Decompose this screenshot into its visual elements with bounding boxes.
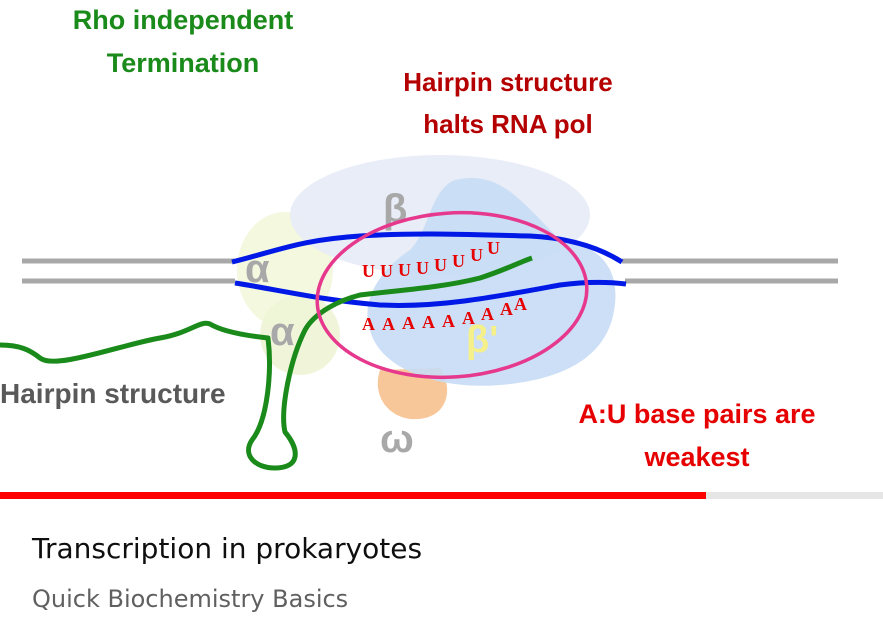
a-base: A — [514, 294, 527, 314]
omega-subunit-label: ω — [380, 417, 414, 461]
u-base: U — [398, 260, 411, 280]
thumbnail-diagram: β α α β' ω U U U U U U U U A A A — [0, 5, 838, 472]
video-progress-bar[interactable] — [0, 492, 883, 499]
hairpin-highlight-ellipse — [315, 210, 589, 380]
dna-template-strand-top — [231, 231, 624, 265]
alpha-subunit-label-2: α — [270, 310, 295, 354]
u-base: U — [380, 261, 393, 281]
video-thumbnail[interactable]: β α α β' ω U U U U U U U U A A A — [0, 0, 883, 500]
video-title[interactable]: Transcription in prokaryotes — [32, 532, 423, 565]
diagram-title-line2: Termination — [107, 48, 260, 78]
beta-prime-subunit-label: β' — [466, 319, 498, 361]
u-base: U — [487, 238, 500, 258]
diagram-title-line1: Rho independent — [73, 5, 293, 35]
channel-name[interactable]: Quick Biochemistry Basics — [32, 585, 349, 613]
u-base: U — [416, 258, 429, 278]
beta-prime-subunit-blob — [367, 178, 616, 386]
hairpin-structure-label: Hairpin structure — [0, 378, 226, 409]
rna-transcript — [0, 255, 533, 471]
callout-line1: Hairpin structure — [403, 67, 613, 97]
a-base: A — [382, 314, 395, 334]
u-base: U — [470, 245, 483, 265]
u-bases: U U U U U U U U — [362, 238, 500, 281]
a-base: A — [402, 313, 415, 333]
u-base: U — [434, 255, 447, 275]
weak-pairs-line1: A:U base pairs are — [578, 399, 815, 429]
video-progress-fill — [0, 492, 707, 499]
u-base: U — [452, 251, 465, 271]
a-base: A — [462, 308, 475, 328]
a-base: A — [362, 314, 375, 334]
a-base: A — [442, 311, 455, 331]
a-bases: A A A A A A A A A — [362, 294, 527, 334]
a-base: A — [481, 304, 494, 324]
callout-line2: halts RNA pol — [423, 109, 592, 139]
a-base: A — [500, 299, 513, 319]
u-base: U — [362, 261, 375, 281]
omega-subunit-blob — [377, 368, 448, 420]
weak-pairs-line2: weakest — [643, 442, 749, 472]
a-base: A — [422, 312, 435, 332]
